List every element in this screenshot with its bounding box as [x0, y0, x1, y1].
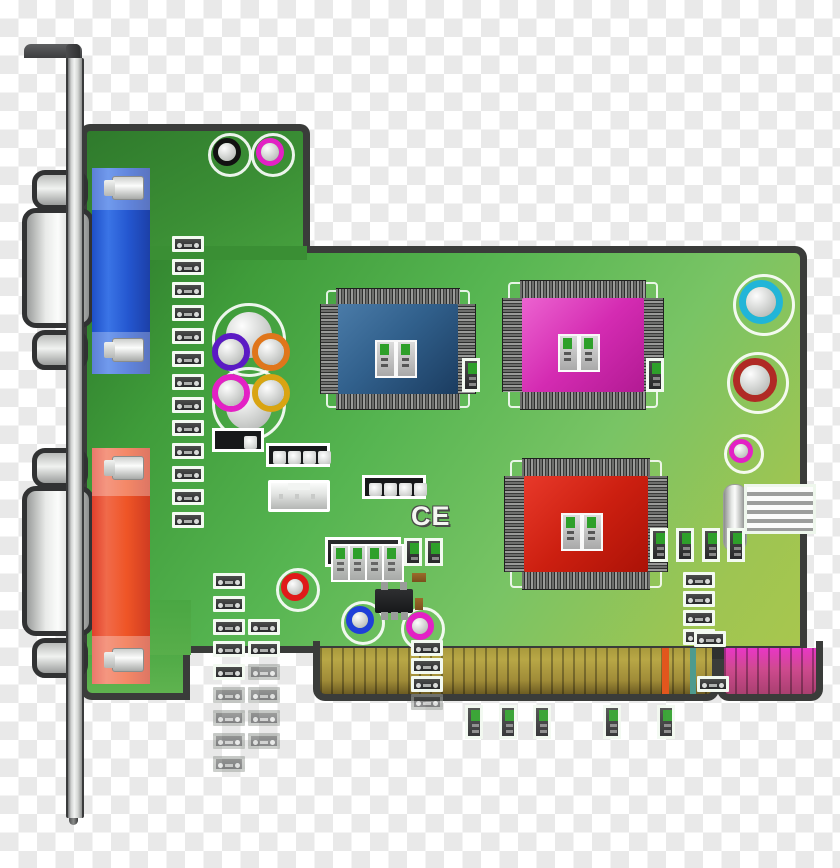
chip-red-side-capacitor-4: [727, 528, 745, 562]
blue-connector-screw-top: [104, 176, 144, 200]
resistor: [248, 733, 280, 749]
jack-blue-lower[interactable]: [346, 606, 374, 634]
chip-red-side-capacitor-1: [650, 528, 668, 562]
resistor: [248, 641, 280, 657]
resistor: [172, 259, 204, 275]
white-power-connector[interactable]: [268, 480, 330, 512]
jack-blue-lower-halo: [341, 601, 385, 645]
resistor: [172, 420, 204, 436]
jack-cyan-halo: [733, 274, 795, 336]
resistor: [213, 664, 245, 680]
jack-orange[interactable]: [252, 333, 290, 371]
resistor: [411, 694, 443, 710]
chip-blue: [318, 286, 478, 412]
resistor: [172, 236, 204, 252]
pci-edge-fingers-short: [724, 648, 816, 694]
resistor: [411, 640, 443, 656]
resistor: [172, 397, 204, 413]
resistor: [683, 591, 715, 607]
resistor: [172, 443, 204, 459]
resistor: [213, 641, 245, 657]
chip-red-side-capacitor-2: [676, 528, 694, 562]
bracket-faceplate-rail: [66, 58, 84, 818]
chip-blue-side-capacitor: [462, 358, 480, 392]
dipswitch-side-capacitor-2: [425, 538, 443, 566]
blue-connector-screw-bottom: [104, 338, 144, 362]
header-4pin-left[interactable]: [266, 443, 331, 467]
edge-frame-short: [717, 641, 823, 701]
jack-cyan-right[interactable]: [739, 280, 783, 324]
jack-red-lower-halo: [276, 568, 320, 612]
resistor: [172, 466, 204, 482]
jack-black-top-halo: [208, 133, 252, 177]
pci-edge-fingers-main: [320, 648, 712, 694]
inductor-coil: [744, 484, 816, 534]
resistor: [213, 687, 245, 703]
resistor: [213, 756, 245, 772]
resistor: [213, 710, 245, 726]
jack-magenta-lower[interactable]: [406, 612, 434, 640]
resistor: [411, 658, 443, 674]
silkscreen-ce-marking: CE: [411, 501, 451, 531]
resistor: [213, 573, 245, 589]
bottom-capacitor: [657, 705, 675, 739]
jack-magenta-top-halo: [251, 133, 295, 177]
chip-red: [502, 456, 670, 592]
jack-gold[interactable]: [252, 374, 290, 412]
resistor: [213, 733, 245, 749]
chip-magenta: [500, 278, 666, 412]
resistor: [248, 687, 280, 703]
bottom-capacitor: [533, 705, 551, 739]
bottom-capacitor: [603, 705, 621, 739]
jack-magenta-small-halo: [724, 434, 764, 474]
solder-pad-left: [412, 573, 426, 582]
resistor: [411, 676, 443, 692]
resistor: [248, 664, 280, 680]
edge-key-orange: [662, 648, 669, 694]
jack-red-lower[interactable]: [281, 573, 309, 601]
resistor: [697, 676, 729, 692]
resistor: [172, 328, 204, 344]
resistor: [248, 619, 280, 635]
jack-magenta-small[interactable]: [729, 439, 753, 463]
resistor: [172, 305, 204, 321]
solder-pad-right: [415, 598, 423, 610]
edge-key-teal: [690, 648, 696, 694]
dip-switch-block[interactable]: [325, 537, 404, 582]
header-2pin-jumper[interactable]: [212, 428, 264, 452]
jack-magenta-top[interactable]: [256, 138, 284, 166]
resistor: [172, 489, 204, 505]
resistor: [172, 512, 204, 528]
jack-darkred-halo: [727, 352, 789, 414]
resistor: [248, 710, 280, 726]
bottom-capacitor: [499, 705, 517, 739]
red-connector-screw-bottom: [104, 648, 144, 672]
resistor: [172, 351, 204, 367]
sot23-transistor: [375, 582, 413, 620]
chip-red-side-capacitor-3: [702, 528, 720, 562]
resistor: [694, 631, 726, 647]
edge-frame-main: [313, 641, 719, 701]
jack-magenta-mid[interactable]: [212, 374, 250, 412]
chip-magenta-side-capacitor: [646, 358, 664, 392]
jack-violet[interactable]: [212, 333, 250, 371]
resistor: [683, 572, 715, 588]
resistor: [213, 596, 245, 612]
bottom-capacitor: [465, 705, 483, 739]
resistor: [683, 610, 715, 626]
header-4pin-right[interactable]: [362, 475, 427, 499]
jack-darkred-right[interactable]: [733, 358, 777, 402]
resistor: [172, 374, 204, 390]
resistor: [213, 619, 245, 635]
resistor: [172, 282, 204, 298]
jack-black-top[interactable]: [213, 138, 241, 166]
red-connector-screw-top: [104, 456, 144, 480]
dipswitch-side-capacitor-1: [404, 538, 422, 566]
